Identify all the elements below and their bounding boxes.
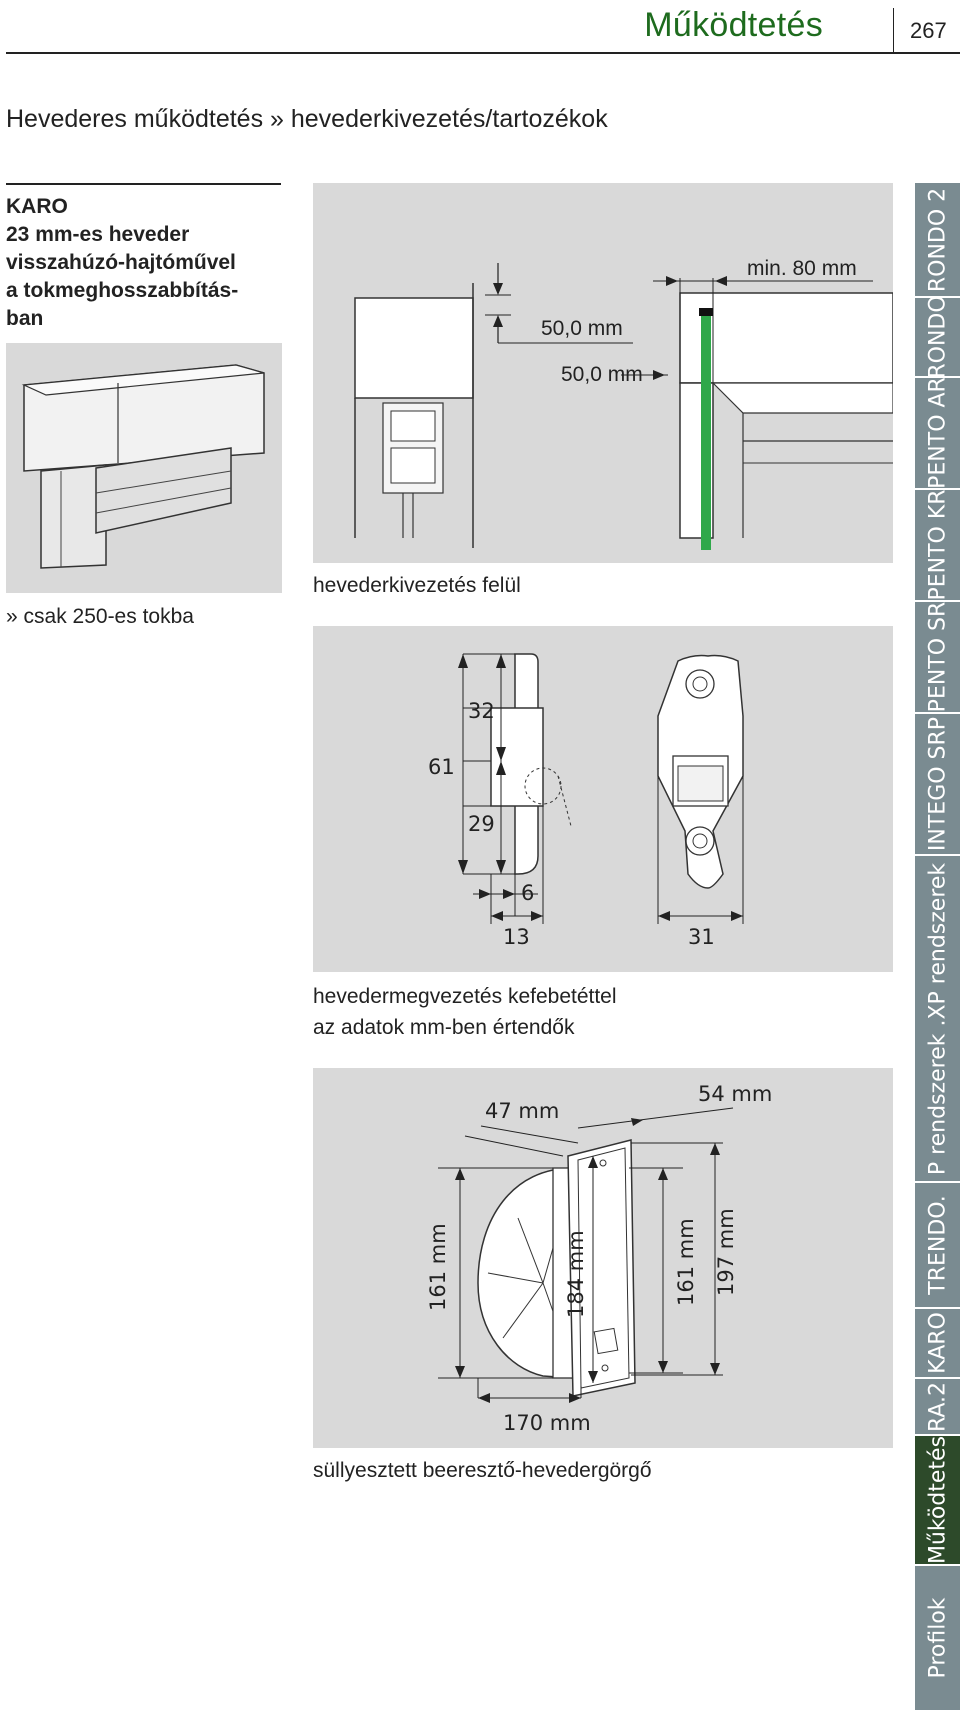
installation-note: » csak 250-es tokba	[6, 605, 194, 628]
tab-divider	[915, 1377, 960, 1379]
dim-label: 50,0 mm	[541, 317, 623, 340]
dim-label: 61	[428, 755, 455, 779]
side-tab-rondo[interactable]: RONDO	[915, 298, 960, 376]
page-number: 267	[910, 18, 947, 43]
dim-label: 161 mm	[674, 1218, 698, 1306]
product-line: a tokmeghosszabbítás-	[6, 279, 239, 302]
dim-label: 197 mm	[714, 1208, 738, 1296]
dim-label: 6	[521, 881, 534, 905]
figure-caption: hevederkivezetés felül	[313, 574, 521, 597]
figure-caption: süllyesztett beeresztő-hevedergörgő	[313, 1459, 652, 1482]
dim-label: 32	[468, 699, 495, 723]
chapter-title: Működtetés	[644, 6, 823, 44]
side-tab-pento-sr[interactable]: PENTO SR	[915, 602, 960, 712]
side-tab-p-xp-rendszerek[interactable]: P rendszerek .XP rendszerek	[915, 856, 960, 1181]
side-tab-ra2[interactable]: RA.2	[915, 1379, 960, 1434]
section-heading: Hevederes működtetés » hevederkivezetés/…	[6, 105, 608, 133]
dim-label: 184 mm	[564, 1230, 588, 1318]
header-divider	[893, 8, 894, 52]
tab-divider	[915, 1434, 960, 1436]
tab-divider	[915, 854, 960, 856]
tab-divider	[915, 1181, 960, 1183]
product-line: KARO	[6, 195, 68, 218]
product-line: visszahúzó-hajtóművel	[6, 251, 236, 274]
tab-divider	[915, 600, 960, 602]
product-rule	[6, 183, 281, 185]
tab-divider	[915, 1564, 960, 1566]
figure-belt-exit-top: 50,0 mm 50,0 mm min. 80 mm	[313, 183, 894, 563]
dim-label: 54 mm	[698, 1082, 772, 1106]
side-tab-intego-srp[interactable]: INTEGO SRP	[915, 714, 960, 854]
side-tab-mukodtetes[interactable]: Működtetés	[915, 1436, 960, 1564]
side-tab-karo[interactable]: KARO	[915, 1309, 960, 1377]
dim-label: min. 80 mm	[747, 257, 857, 280]
dim-label: 13	[503, 925, 530, 949]
dim-label: 161 mm	[426, 1223, 450, 1311]
figure-caption: hevedermegvezetés kefebetéttel az adatok…	[313, 985, 617, 1039]
side-tab-profilok[interactable]: Profilok	[915, 1566, 960, 1710]
product-line: 23 mm-es heveder	[6, 223, 190, 246]
tab-divider	[915, 376, 960, 378]
tab-divider	[915, 1307, 960, 1309]
product-illustration	[6, 343, 282, 593]
product-line: ban	[6, 307, 44, 330]
dim-label: 31	[688, 925, 715, 949]
product-description: KARO 23 mm-es heveder visszahúzó-hajtómű…	[6, 193, 238, 333]
dim-label: 50,0 mm	[561, 363, 643, 386]
tab-divider	[915, 488, 960, 490]
figure-belt-guide: 61 32 29 6 13 31	[313, 626, 893, 972]
tab-divider	[915, 296, 960, 298]
dim-label: 29	[468, 812, 495, 836]
side-tab-pento-ar[interactable]: PENTO AR	[915, 378, 960, 488]
side-tab-pento-kr[interactable]: PENTO KR	[915, 490, 960, 600]
tab-divider	[915, 712, 960, 714]
side-tab-rondo-2[interactable]: RONDO 2	[915, 183, 960, 296]
dim-label: 47 mm	[485, 1099, 559, 1123]
header-rule	[6, 52, 960, 54]
dim-label: 170 mm	[503, 1411, 591, 1435]
side-tab-trendo[interactable]: TRENDO.	[915, 1183, 960, 1307]
figure-flush-belt-winder: 47 mm 54 mm 161 mm 184 mm 161 mm 197 mm …	[313, 1068, 893, 1448]
side-navigation: RONDO 2 RONDO PENTO AR PENTO KR PENTO SR…	[915, 183, 960, 1710]
